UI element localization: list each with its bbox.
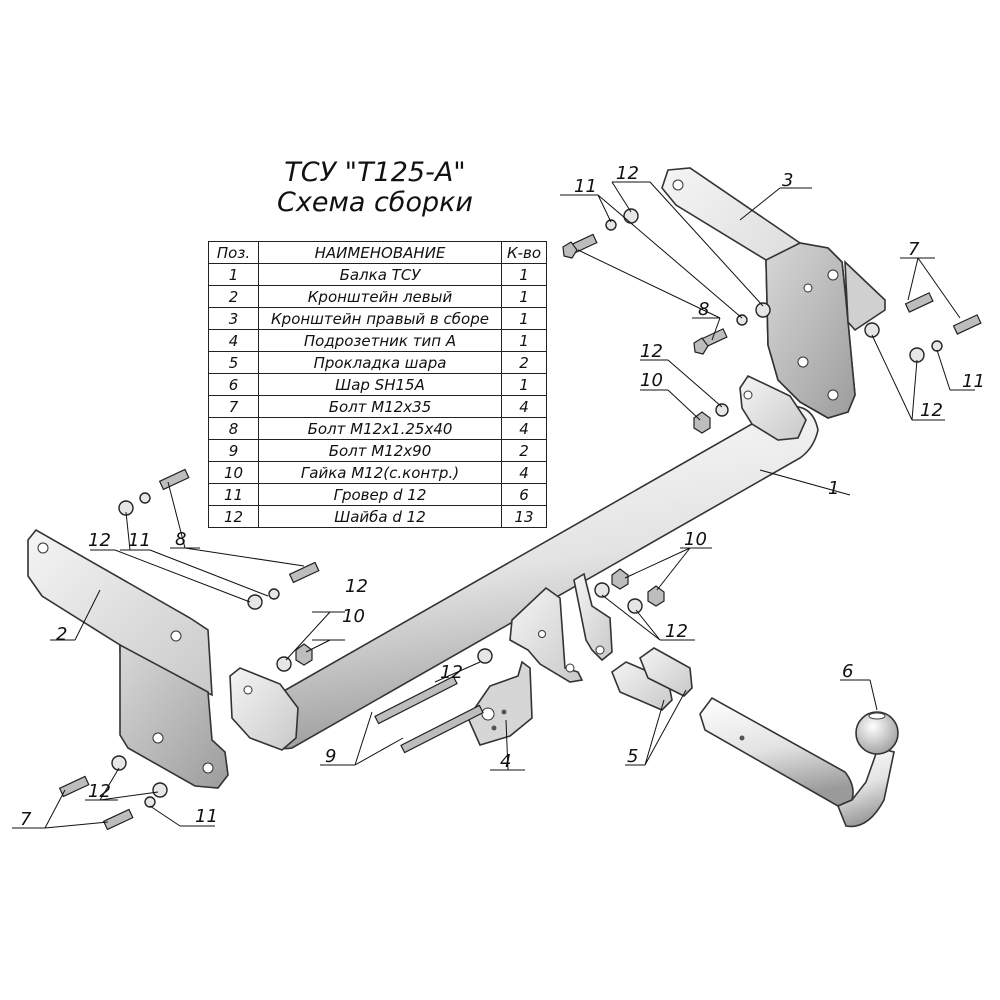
leader-lines — [12, 181, 975, 829]
callout-10-top: 10 — [640, 370, 663, 391]
tow-beam — [229, 374, 819, 751]
cell-pos: 3 — [208, 307, 259, 330]
callout-12-top: 12 — [616, 163, 639, 184]
cell-qty: 2 — [501, 351, 547, 374]
cell-qty: 1 — [501, 373, 547, 396]
callout-labels: 1 2 3 4 5 6 7 7 8 8 9 10 10 10 11 11 11 … — [20, 163, 985, 830]
cell-name: Болт М12х35 — [258, 395, 502, 418]
callout-11-bottom: 11 — [195, 806, 218, 827]
cell-name: Прокладка шара — [258, 351, 502, 374]
cell-qty: 1 — [501, 285, 547, 308]
callout-9: 9 — [325, 746, 336, 767]
callout-7-right: 7 — [908, 239, 920, 260]
tow-ball-mount — [699, 696, 899, 828]
callout-4: 4 — [500, 751, 511, 772]
cell-pos: 4 — [208, 329, 259, 352]
title-line-2: Схема сборки — [277, 187, 473, 218]
hardware — [58, 208, 982, 831]
cell-pos: 1 — [208, 263, 259, 286]
callout-8-right: 8 — [698, 299, 709, 320]
cell-pos: 7 — [208, 395, 259, 418]
cell-name: Болт М12х1.25х40 — [258, 417, 502, 440]
cell-pos: 12 — [208, 505, 259, 528]
cell-name: Болт М12х90 — [258, 439, 502, 462]
callout-11-top: 11 — [574, 176, 597, 197]
callout-2: 2 — [56, 624, 67, 645]
cell-pos: 9 — [208, 439, 259, 462]
callout-8-left: 8 — [175, 529, 186, 550]
header-name: НАИМЕНОВАНИЕ — [258, 241, 502, 264]
cell-pos: 11 — [208, 483, 259, 506]
callout-12-center: 12 — [440, 662, 463, 683]
bracket-left — [27, 528, 229, 789]
callout-12-left: 12 — [88, 530, 111, 551]
header-qty: К-во — [501, 241, 547, 264]
drawing-title: ТСУ "Т125-А" Схема сборки — [250, 158, 500, 218]
cell-name: Гровер d 12 — [258, 483, 502, 506]
cell-qty: 2 — [501, 439, 547, 462]
cell-pos: 8 — [208, 417, 259, 440]
callout-12-beam: 12 — [345, 576, 368, 597]
cell-name: Балка ТСУ — [258, 263, 502, 286]
callout-12-bottom: 12 — [88, 781, 111, 802]
cell-pos: 6 — [208, 373, 259, 396]
callout-11-left: 11 — [128, 530, 151, 551]
cell-qty: 4 — [501, 395, 547, 418]
callout-10-mid: 10 — [684, 529, 707, 550]
table-header-row: Поз. НАИМЕНОВАНИЕ К-во — [208, 241, 547, 264]
callout-6: 6 — [842, 661, 853, 682]
cell-qty: 4 — [501, 417, 547, 440]
socket-plate — [467, 660, 533, 746]
callout-10-left: 10 — [342, 606, 365, 627]
cell-name: Подрозетник тип А — [258, 329, 502, 352]
cell-name: Кронштейн правый в сборе — [258, 307, 502, 330]
cell-qty: 4 — [501, 461, 547, 484]
bracket-right — [661, 167, 886, 419]
callout-12-upper: 12 — [640, 341, 663, 362]
callout-3: 3 — [782, 170, 793, 191]
callout-7-left: 7 — [20, 809, 32, 830]
cell-name: Шар SH15A — [258, 373, 502, 396]
cell-name: Шайба d 12 — [258, 505, 502, 528]
cell-pos: 2 — [208, 285, 259, 308]
cell-name: Гайка М12(с.контр.) — [258, 461, 502, 484]
ball-spacers — [611, 647, 693, 711]
header-pos: Поз. — [208, 241, 259, 264]
title-line-1: ТСУ "Т125-А" — [284, 157, 466, 188]
cell-name: Кронштейн левый — [258, 285, 502, 308]
cell-qty: 1 — [501, 307, 547, 330]
cell-pos: 5 — [208, 351, 259, 374]
callout-1: 1 — [828, 478, 839, 499]
cell-qty: 1 — [501, 263, 547, 286]
cell-qty: 1 — [501, 329, 547, 352]
callout-12-right: 12 — [920, 400, 943, 421]
callout-12-mid: 12 — [665, 621, 688, 642]
callout-5: 5 — [627, 746, 638, 767]
callout-11-right: 11 — [962, 371, 985, 392]
cell-pos: 10 — [208, 461, 259, 484]
cell-qty: 6 — [501, 483, 547, 506]
cell-qty: 13 — [501, 505, 547, 528]
